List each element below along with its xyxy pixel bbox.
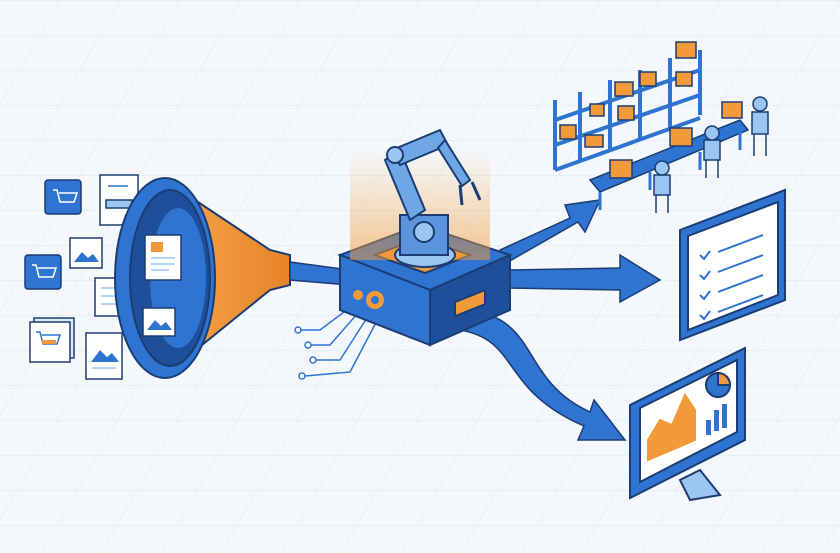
shopping-cart-icon [24,254,62,290]
input-documents [24,174,139,380]
pie-chart-icon [705,371,732,398]
arrow-icon [458,199,662,441]
monitor-icon [629,346,746,502]
gear-icon [353,290,384,309]
image-icon [69,237,103,269]
robot-icon [653,96,769,213]
bar-chart-icon [706,404,727,435]
funnel-icon [114,177,291,379]
shopping-cart-icon [44,179,82,215]
image-icon [85,332,123,380]
line-chart-icon [647,392,696,462]
warehouse-shelf-icon [553,41,702,172]
shopping-cart-icon [29,317,75,363]
robot-arm-icon [383,128,482,268]
checklist-icon [679,188,786,342]
